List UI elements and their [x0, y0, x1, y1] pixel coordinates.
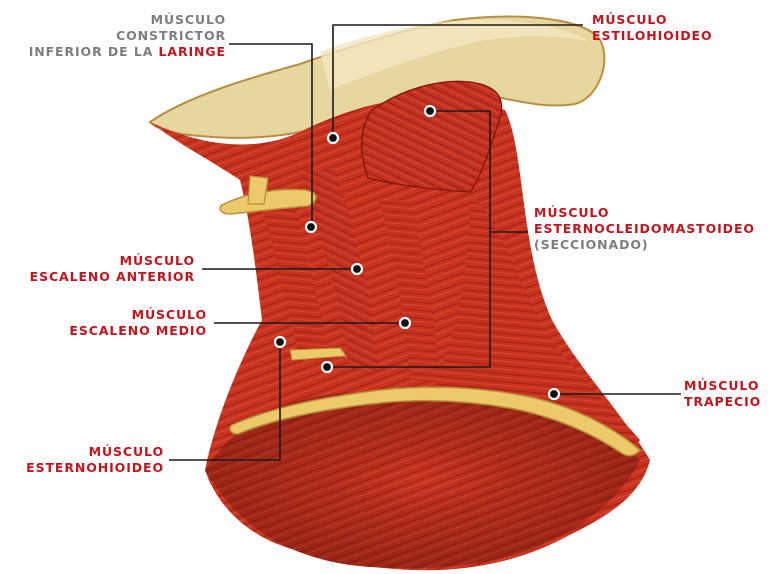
label-estilohioideo: MÚSCULO ESTILOHIOIDEO — [592, 12, 713, 44]
dot-esternohioideo — [275, 337, 285, 347]
label-text: INFERIOR DE LA — [29, 44, 159, 59]
dot-escaleno-anterior — [352, 264, 362, 274]
label-text: ESCALENO MEDIO — [69, 323, 207, 339]
label-escaleno-anterior: MÚSCULO ESCALENO ANTERIOR — [30, 253, 195, 285]
label-trapecio: MÚSCULO TRAPECIO — [684, 378, 761, 410]
label-text: TRAPECIO — [684, 394, 761, 410]
label-escaleno-medio: MÚSCULO ESCALENO MEDIO — [69, 307, 207, 339]
label-text: MÚSCULO — [534, 205, 755, 221]
label-esternohioideo: MÚSCULO ESTERNOHIOIDEO — [26, 444, 164, 476]
label-text: MÚSCULO — [684, 378, 761, 394]
dot-escaleno-medio — [400, 318, 410, 328]
label-text: ESTERNOCLEIDOMASTOIDEO — [534, 221, 755, 237]
label-text: ESTERNOHIOIDEO — [26, 460, 164, 476]
label-text: (SECCIONADO) — [534, 237, 755, 253]
dot-estilohioideo — [328, 133, 338, 143]
label-esternocleidomastoideo: MÚSCULO ESTERNOCLEIDOMASTOIDEO (SECCIONA… — [534, 205, 755, 253]
label-text-highlight: LARINGE — [159, 44, 226, 59]
label-text: MÚSCULO — [592, 12, 713, 28]
dot-trapecio — [549, 389, 559, 399]
label-text: MÚSCULO — [69, 307, 207, 323]
label-text: CONSTRICTOR — [29, 28, 226, 44]
label-text: ESTILOHIOIDEO — [592, 28, 713, 44]
label-text: MÚSCULO — [30, 253, 195, 269]
dot-estilohioideo-upper — [425, 106, 435, 116]
label-text: MÚSCULO — [26, 444, 164, 460]
label-text: MÚSCULO — [29, 12, 226, 28]
label-text: ESCALENO ANTERIOR — [30, 269, 195, 285]
dot-constrictor — [306, 222, 316, 232]
label-constrictor-inferior-laringe: MÚSCULO CONSTRICTOR INFERIOR DE LA LARIN… — [29, 12, 226, 60]
dot-esternocleidomastoideo — [322, 362, 332, 372]
